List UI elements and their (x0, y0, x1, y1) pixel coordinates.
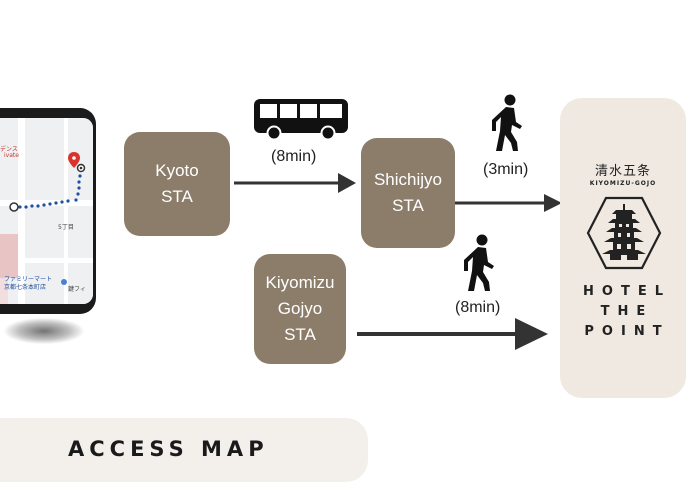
map-screen: デンス ivate ファミリーマート 京都七条本町店 5丁目 鍵フィ (0, 118, 93, 304)
station-label: STA (392, 196, 424, 215)
access-map-banner (0, 418, 368, 482)
route-time-bus: (8min) (271, 148, 317, 165)
route-time-walk-long: (8min) (455, 299, 501, 316)
station-label: STA (161, 187, 193, 206)
arrow-shichijyo-hotel (455, 194, 562, 212)
station-shichijyo: Shichijyo STA (361, 138, 455, 248)
hotel-sub-name: KIYOMIZU-GOJO (589, 180, 657, 187)
hotel-jp-name: 清水五条 (594, 164, 651, 179)
arrow-kiyomizu-hotel (357, 318, 548, 350)
station-label: Kiyomizu (265, 273, 335, 292)
map-label: 5丁目 (58, 224, 74, 231)
station-kyoto: Kyoto STA (124, 132, 230, 236)
station-label: Kyoto (155, 161, 199, 180)
map-graphic (0, 118, 93, 304)
access-map-title: ACCESS MAP (68, 437, 269, 461)
bus-icon (254, 99, 348, 141)
phone-shadow (4, 318, 84, 344)
route-time-walk-short: (3min) (483, 161, 529, 178)
station-kiyomizu-gojyo: Kiyomizu Gojyo STA (254, 254, 346, 364)
hotel-name-line: POINT (584, 324, 670, 339)
station-label: Shichijyo (373, 170, 443, 189)
map-label: ivate (4, 152, 19, 159)
pagoda-icon (586, 196, 662, 270)
hotel-name: HOTEL THE POINT (560, 282, 686, 342)
station-label: STA (284, 325, 316, 344)
hotel-name-line: HOTEL (583, 284, 671, 299)
map-label: ファミリーマート (4, 276, 53, 283)
hotel-name-line: THE (600, 304, 654, 319)
walking-person-icon (492, 94, 522, 151)
map-label: 鍵フィ (68, 286, 86, 293)
map-label: 京都七条本町店 (4, 284, 47, 291)
arrow-kyoto-shichijyo (234, 173, 356, 193)
map-label: デンス (0, 146, 18, 153)
walking-person-icon (464, 234, 494, 291)
station-label: Gojyo (277, 299, 323, 318)
